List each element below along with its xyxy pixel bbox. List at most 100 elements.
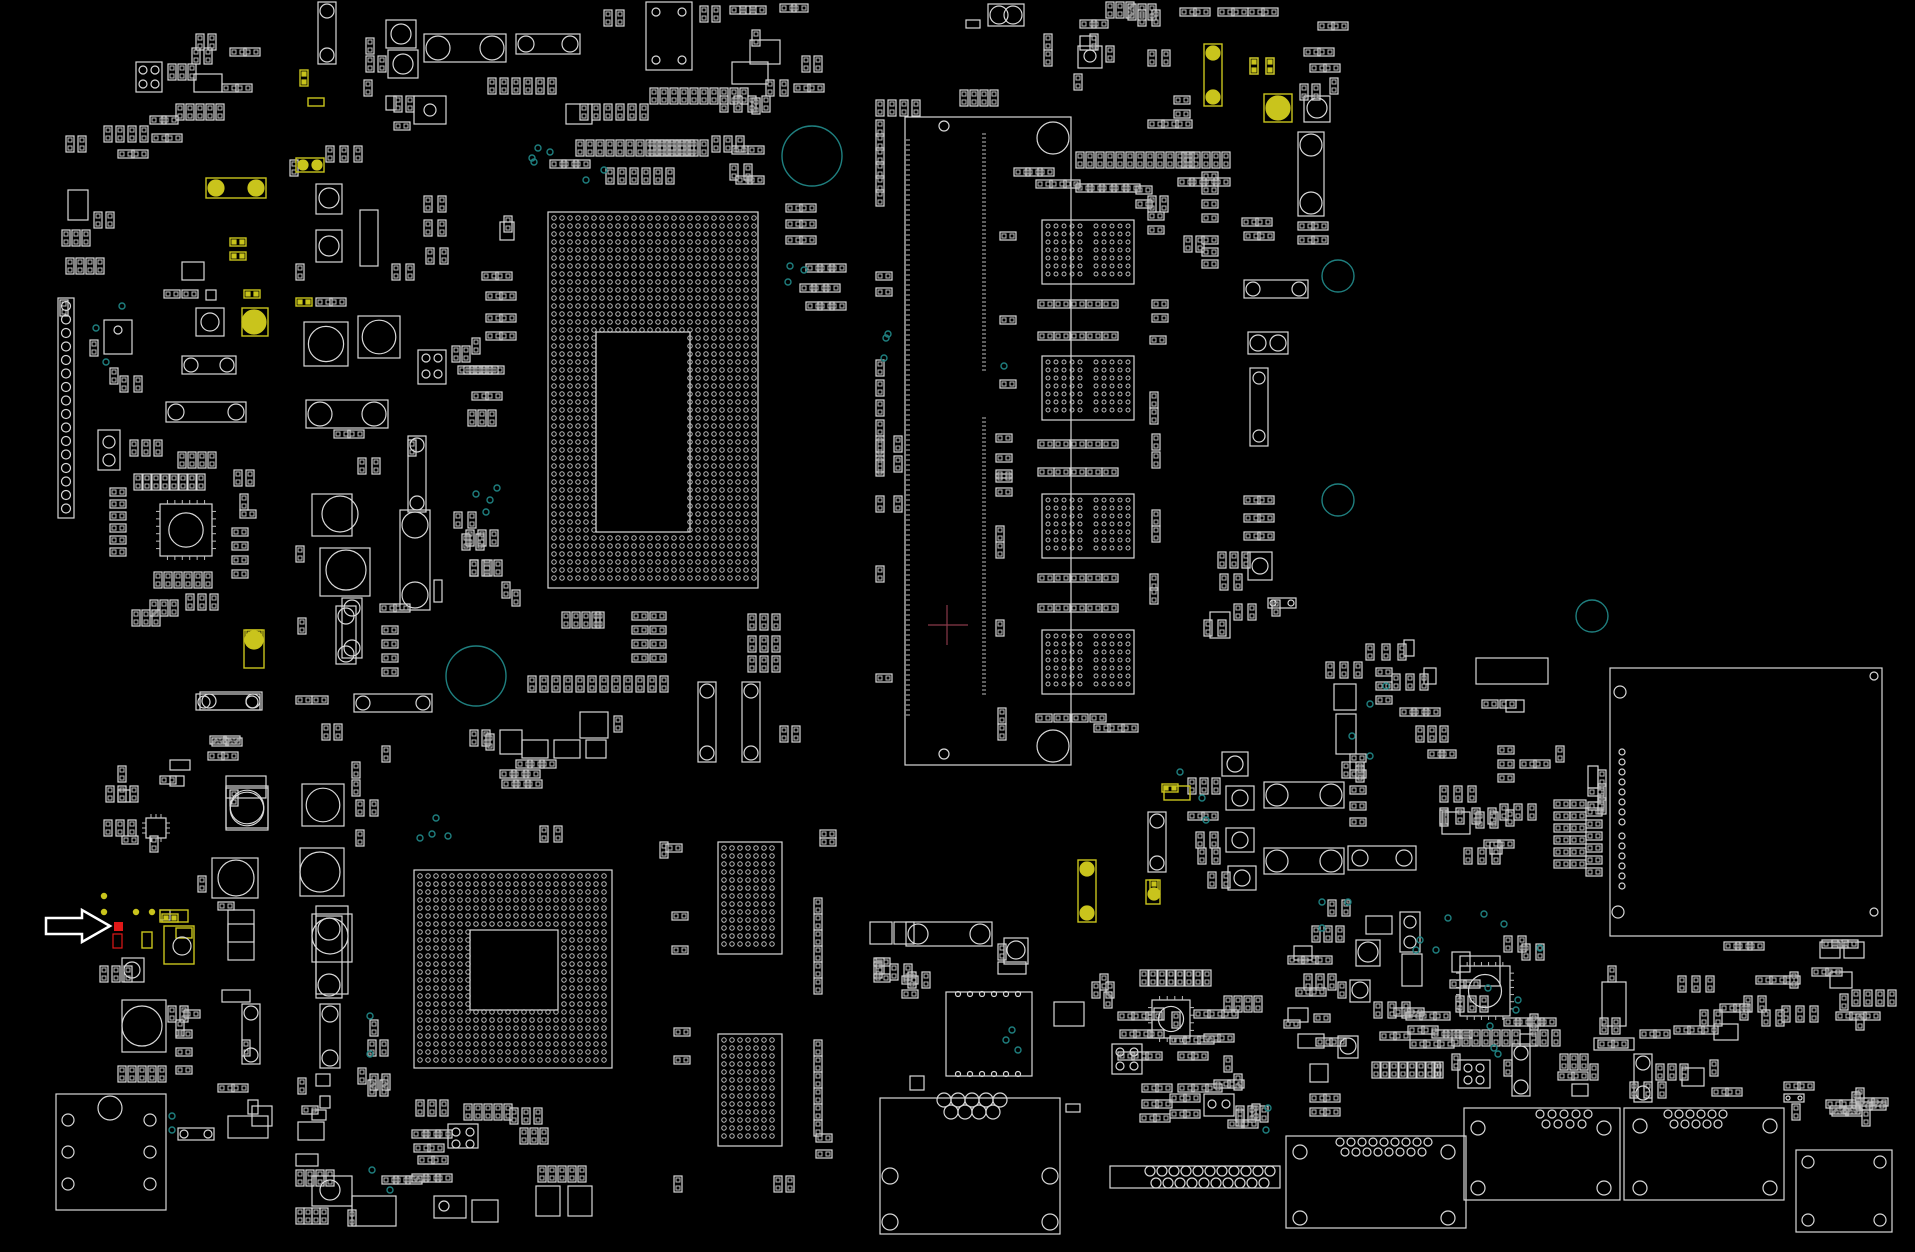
pad [1181,9,1187,15]
ball-pad [679,543,685,549]
ball-pad [583,335,589,341]
ball-pad [743,503,749,509]
passive-part [627,103,637,121]
ball-pad [727,559,733,565]
pad [1771,977,1777,983]
ball-pad [585,1017,591,1023]
pad [1346,1137,1356,1147]
pad [1079,441,1085,447]
ball-pad [647,303,653,309]
pad [177,1049,183,1055]
pad [105,127,111,133]
ball-pad [599,255,605,261]
pad [978,1070,986,1078]
pad [1555,861,1561,867]
ball-pad [433,969,439,975]
pad [781,81,787,87]
ball-pad [671,567,677,573]
passive-part [1329,77,1339,95]
pad [773,615,779,621]
ball-pad [521,897,527,903]
ball-pad [551,263,557,269]
passive-part [1479,995,1489,1013]
pad [1669,1065,1675,1071]
ball-pad [505,881,511,887]
capacitor-part [317,1,337,65]
passive-part [1407,1061,1417,1079]
pad [907,923,929,945]
passive-part [1217,551,1227,569]
pad [1359,755,1365,761]
pad [681,947,687,953]
ball-pad [417,953,423,959]
pad [1157,153,1163,159]
pad [197,43,203,49]
pad [119,151,125,157]
ball-pad [417,1033,423,1039]
passive-part [1427,725,1437,743]
passive-part [779,79,789,97]
ball-pad [497,913,503,919]
ball-pad [417,945,423,951]
pad [721,105,727,111]
ball-pad [751,535,757,541]
pad [1135,1031,1141,1037]
pad [1757,943,1763,949]
pad [141,151,147,157]
ball-pad [433,1017,439,1023]
ball-pad [703,559,709,565]
ball-pad [663,551,669,557]
pad [565,677,571,683]
pad [231,85,237,91]
ball-pad [449,985,455,991]
ball-pad [567,487,573,493]
pad [1591,1065,1597,1071]
ball-pad [583,455,589,461]
pad [1313,85,1319,91]
ball-pad [545,889,551,895]
passive-part [567,1165,577,1183]
passive-part [1151,433,1161,451]
pad [1197,833,1203,839]
pad [701,7,707,13]
passive-part [1111,183,1129,193]
ball-pad [433,1001,439,1007]
passive-part [477,409,487,427]
passive-part [1691,975,1701,993]
ball-pad [601,1041,607,1047]
pad [1097,161,1103,167]
ball-pad [465,873,471,879]
pad [1087,575,1093,581]
pad [1095,333,1101,339]
pad [1465,857,1471,863]
pad [1759,997,1765,1003]
pad [453,355,459,361]
pad [877,143,883,149]
pad [1618,818,1626,826]
passive-part [175,1065,193,1075]
pad [427,249,433,255]
pad [1737,943,1743,949]
ball-pad [567,431,573,437]
pad [1400,1071,1406,1077]
pad [509,315,515,321]
passive-part [585,139,595,157]
passive-part [1095,151,1105,169]
passive-part [205,103,215,121]
ball-pad [585,889,591,895]
ball-pad [647,559,653,565]
pad [441,257,447,263]
pad [1079,301,1085,307]
passive-part [109,499,127,509]
ball-pad [601,873,607,879]
passive-part [1791,1103,1801,1121]
pad [1209,881,1215,887]
pad [1009,381,1015,387]
ball-pad [743,535,749,541]
pad [989,5,1009,25]
pad [671,149,677,155]
passive-part [1257,513,1275,523]
ball-pad [583,479,589,485]
ball-pad [663,287,669,293]
